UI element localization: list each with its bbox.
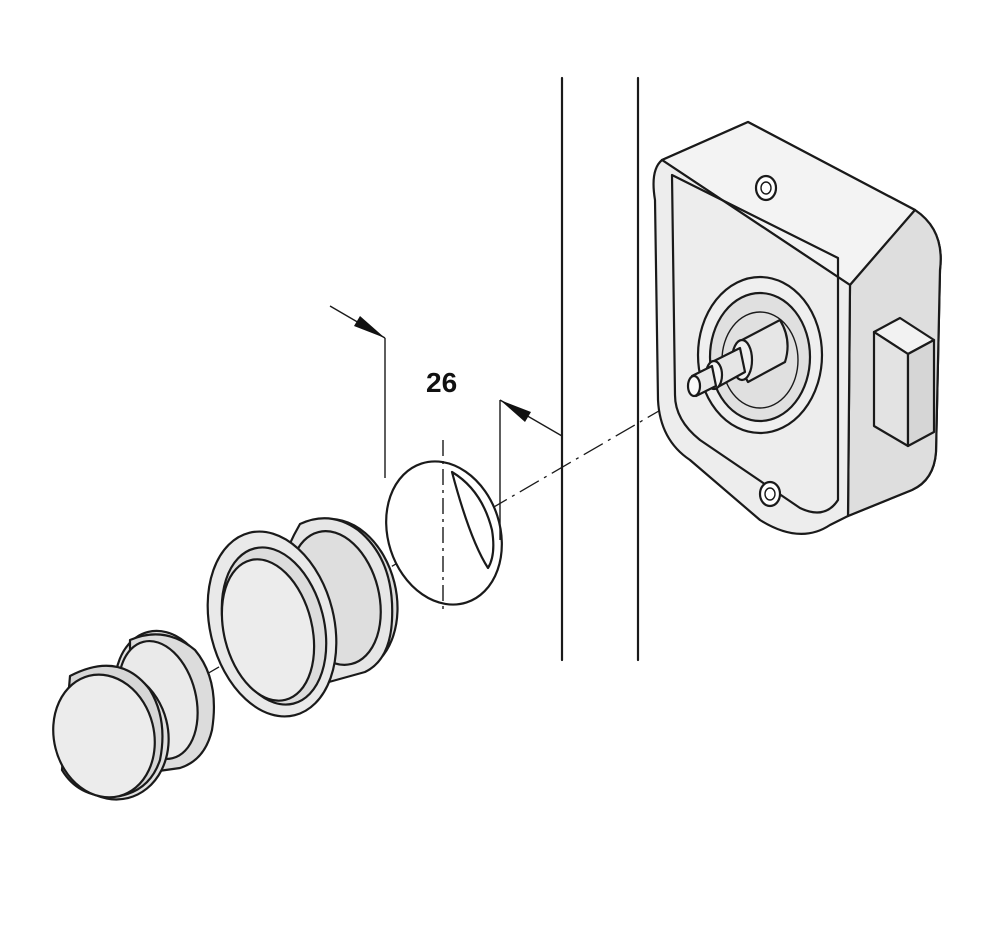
dimension-annotation: 26	[329, 305, 563, 612]
screw-hole-top	[754, 174, 778, 202]
door-panel	[560, 76, 640, 662]
latch-bolt	[872, 316, 936, 448]
dimension-arrow-right	[500, 400, 531, 422]
screw-hole-bottom	[758, 480, 782, 508]
rim-lock-body	[652, 120, 942, 535]
escutcheon-rosette	[206, 517, 399, 718]
drill-hole-outline	[385, 460, 503, 606]
spindle	[686, 318, 789, 398]
dimension-value: 26	[426, 367, 457, 398]
knob	[52, 629, 215, 801]
dimension-arrow-left	[354, 316, 385, 338]
